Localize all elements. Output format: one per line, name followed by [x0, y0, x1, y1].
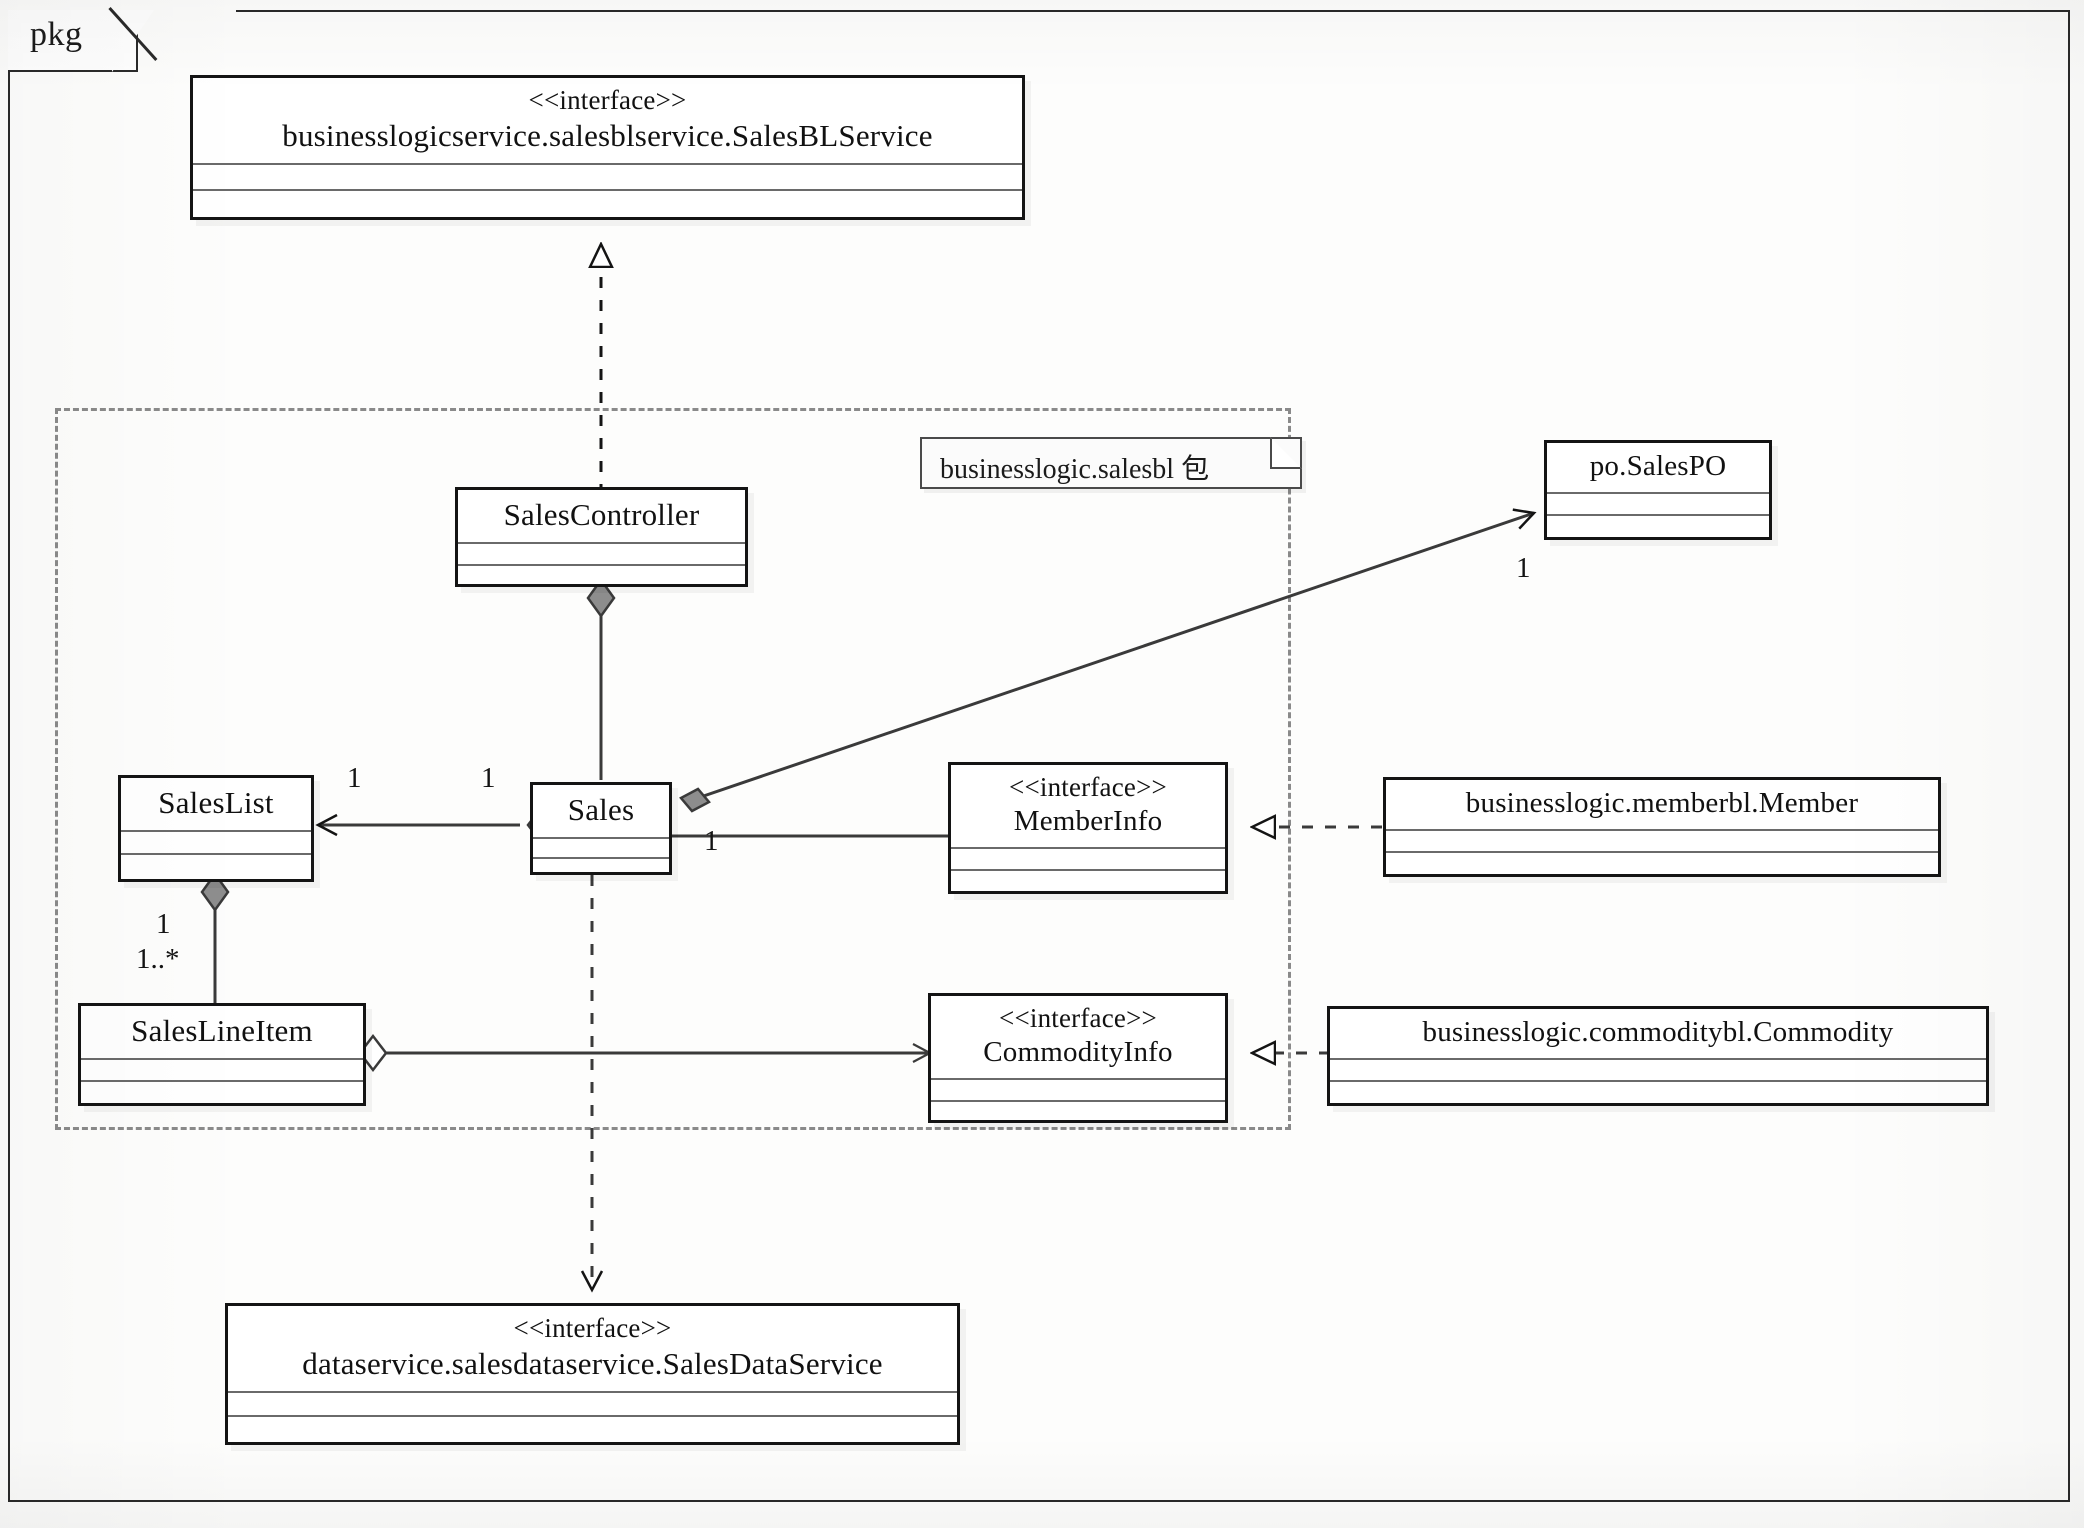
class-name-label: SalesList — [158, 785, 274, 820]
attributes-compartment — [193, 162, 1022, 189]
class-name-label: businesslogic.memberbl.Member — [1465, 787, 1859, 819]
operations-compartment — [1386, 851, 1938, 877]
class-box-commodity[interactable]: businesslogic.commoditybl.Commodity — [1327, 1006, 1989, 1106]
class-box-memberinfo[interactable]: <<interface>> MemberInfo — [948, 762, 1228, 894]
class-box-salesblservice[interactable]: <<interface>> businesslogicservice.sales… — [190, 75, 1025, 220]
class-name-label: MemberInfo — [1013, 804, 1163, 837]
class-title-saleslist: SalesList — [121, 778, 311, 830]
multiplicity-sales-left-end: 1 — [481, 762, 496, 794]
stereotype-label: <<interface>> — [999, 1003, 1157, 1033]
class-name-label: SalesLineItem — [131, 1013, 313, 1048]
class-title-memberinfo: <<interface>> MemberInfo — [951, 765, 1225, 847]
class-name-label: businesslogic.commoditybl.Commodity — [1422, 1016, 1894, 1048]
class-box-commodityinfo[interactable]: <<interface>> CommodityInfo — [928, 993, 1228, 1123]
class-box-member[interactable]: businesslogic.memberbl.Member — [1383, 777, 1941, 877]
multiplicity-saleslist-compose-top: 1 — [156, 908, 171, 940]
class-title-salescontroller: SalesController — [458, 490, 745, 542]
class-name-label: businesslogicservice.salesblservice.Sale… — [282, 117, 933, 153]
multiplicity-sales-memberinfo-end: 1 — [704, 825, 719, 857]
package-note-label: businesslogic.salesbl 包 — [940, 454, 1210, 485]
operations-compartment — [533, 856, 669, 881]
attributes-compartment — [1547, 492, 1769, 514]
class-title-salesdataservice: <<interface>> dataservice.salesdataservi… — [228, 1306, 957, 1391]
multiplicity-saleslineitem-end: 1..* — [136, 943, 180, 975]
operations-compartment — [193, 188, 1022, 217]
class-title-salesblservice: <<interface>> businesslogicservice.sales… — [193, 78, 1022, 163]
operations-compartment — [81, 1079, 363, 1106]
operations-compartment — [458, 563, 745, 590]
class-box-salespo[interactable]: po.SalesPO — [1544, 440, 1772, 540]
class-name-label: SalesController — [503, 497, 700, 532]
class-box-salesdataservice[interactable]: <<interface>> dataservice.salesdataservi… — [225, 1303, 960, 1445]
class-title-salespo: po.SalesPO — [1547, 443, 1769, 492]
class-title-member: businesslogic.memberbl.Member — [1386, 780, 1938, 829]
stereotype-label: <<interface>> — [1009, 772, 1167, 802]
page-frame-top-edge — [236, 10, 2070, 12]
operations-compartment — [1547, 514, 1769, 540]
class-box-salescontroller[interactable]: SalesController — [455, 487, 748, 587]
class-name-label: CommodityInfo — [983, 1035, 1173, 1068]
attributes-compartment — [81, 1057, 363, 1080]
class-title-commodityinfo: <<interface>> CommodityInfo — [931, 996, 1225, 1078]
class-name-label: dataservice.salesdataservice.SalesDataSe… — [302, 1345, 883, 1381]
attributes-compartment — [121, 829, 311, 853]
class-title-sales: Sales — [533, 785, 669, 837]
operations-compartment — [121, 852, 311, 881]
attributes-compartment — [1386, 829, 1938, 851]
attributes-compartment — [951, 847, 1225, 869]
operations-compartment — [1330, 1080, 1986, 1106]
class-box-saleslist[interactable]: SalesList — [118, 775, 314, 882]
attributes-compartment — [931, 1078, 1225, 1100]
package-note-salesbl: businesslogic.salesbl 包 — [920, 437, 1302, 489]
pkg-tab-label: pkg — [30, 16, 83, 53]
class-box-saleslineitem[interactable]: SalesLineItem — [78, 1003, 366, 1106]
class-title-saleslineitem: SalesLineItem — [81, 1006, 363, 1058]
page-frame — [8, 10, 2070, 1502]
operations-compartment — [228, 1414, 957, 1443]
attributes-compartment — [533, 836, 669, 857]
operations-compartment — [931, 1100, 1225, 1126]
class-name-label: po.SalesPO — [1589, 450, 1727, 482]
multiplicity-salespo-end: 1 — [1516, 552, 1531, 584]
stereotype-label: <<interface>> — [528, 85, 687, 115]
stereotype-label: <<interface>> — [513, 1313, 672, 1343]
multiplicity-saleslist-end: 1 — [347, 762, 362, 794]
attributes-compartment — [1330, 1058, 1986, 1080]
class-box-sales[interactable]: Sales — [530, 782, 672, 875]
class-name-label: Sales — [567, 792, 635, 827]
attributes-compartment — [228, 1390, 957, 1415]
operations-compartment — [951, 869, 1225, 895]
attributes-compartment — [458, 541, 745, 564]
class-title-commodity: businesslogic.commoditybl.Commodity — [1330, 1009, 1986, 1058]
